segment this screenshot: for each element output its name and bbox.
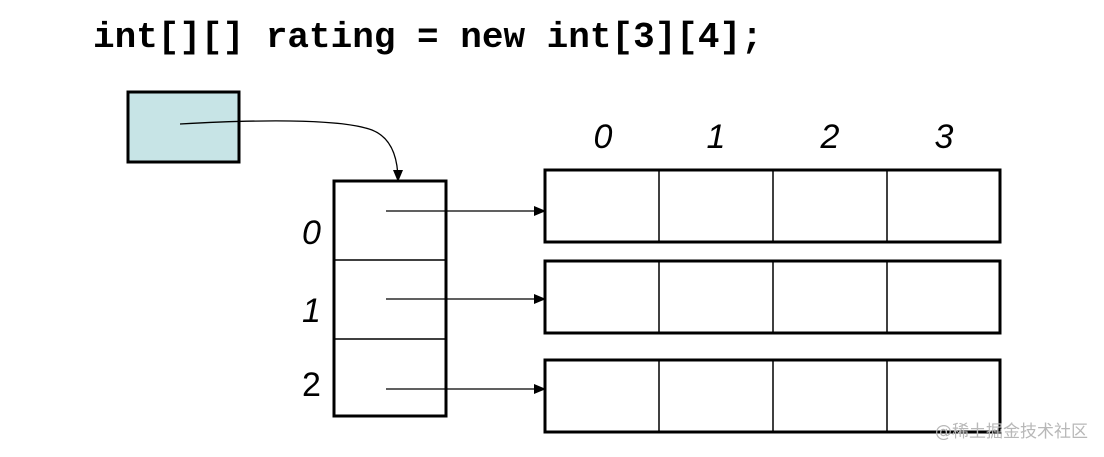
column-index-label: 3	[935, 118, 954, 156]
code-declaration: int[][] rating = new int[3][4];	[93, 17, 763, 58]
watermark-text: @稀土掘金技术社区	[935, 422, 1088, 442]
inner-array-row	[543, 168, 1002, 244]
reference-arrow	[179, 120, 403, 182]
inner-array-row	[543, 358, 1002, 434]
row-index-label: 2	[302, 366, 321, 404]
row-index-label: 1	[302, 292, 321, 330]
column-index-label: 1	[707, 118, 726, 156]
row-index-labels: 0 1 2	[302, 214, 321, 404]
column-index-label: 2	[820, 118, 840, 156]
row-index-label: 0	[302, 214, 321, 252]
reference-variable-box	[126, 90, 241, 164]
inner-array-row	[543, 259, 1002, 335]
column-index-labels: 0 1 2 3	[594, 118, 954, 156]
column-index-label: 0	[594, 118, 613, 156]
